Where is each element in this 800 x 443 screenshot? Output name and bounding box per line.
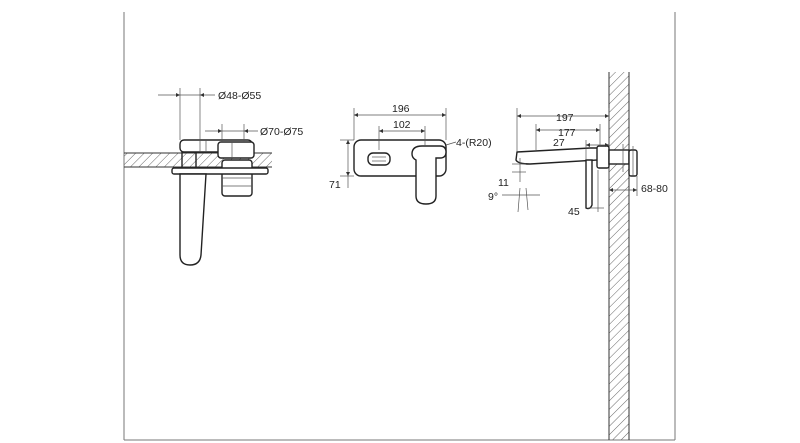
side-view-wall-range-label: 68-80 [641,183,668,195]
side-view: 197 177 27 11 9° 45 68-80 [488,72,668,440]
top-view-plate [171,167,269,175]
top-view-spout [179,173,207,266]
side-view-inner-offset-label: 27 [553,137,565,149]
side-view-spout-length-label: 177 [558,127,576,139]
side-view-lever [585,159,593,210]
drawing-frame [123,12,676,441]
top-view-inner-diameter-label: Ø70-Ø75 [260,126,303,138]
side-view-wall-hatch [609,72,629,440]
front-view: 196 102 71 4-(R20) [329,103,492,205]
top-view: Ø48-Ø55 Ø70-Ø75 [124,88,303,266]
side-view-total-length-label: 197 [556,112,574,124]
top-view-outer-diameter-label: Ø48-Ø55 [218,90,261,102]
side-view-depth-label: 45 [568,206,580,218]
front-view-hole-spacing-label: 102 [393,119,411,131]
side-view-angle-label: 9° [488,191,498,203]
front-view-corner-radius-label: 4-(R20) [456,137,492,149]
side-view-mount [596,145,610,169]
front-view-indicator [367,152,391,166]
front-view-plate-height-label: 71 [329,179,341,191]
side-view-spout-drop-label: 11 [498,177,509,189]
front-view-lever [411,145,447,205]
front-view-plate-width-label: 196 [392,103,410,115]
